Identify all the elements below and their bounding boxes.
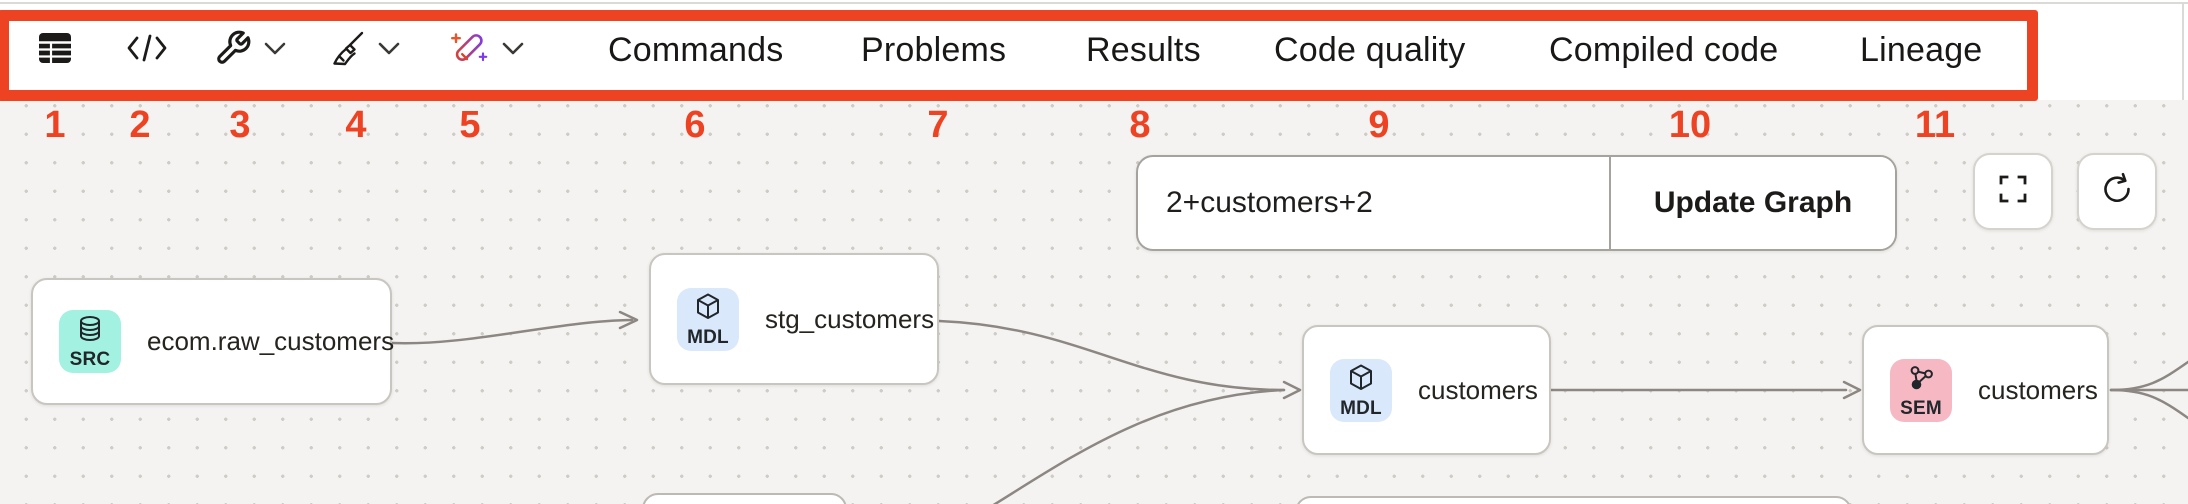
- magic-wand-icon: [450, 28, 490, 68]
- node-customers-model[interactable]: MDL customers: [1302, 325, 1551, 455]
- table-button[interactable]: [34, 26, 76, 70]
- badge-label: SRC: [69, 349, 111, 370]
- graph-filter-group: Update Graph: [1136, 155, 1897, 251]
- node-label: customers: [1978, 374, 2098, 405]
- cube-icon: [1346, 363, 1376, 398]
- tab-results[interactable]: Results: [1086, 30, 1201, 69]
- model-badge: MDL: [1330, 358, 1392, 422]
- database-icon: [75, 314, 105, 349]
- node-label: customers: [1418, 374, 1538, 405]
- top-divider: [0, 2, 2188, 4]
- node-label: ecom.raw_customers: [147, 326, 395, 356]
- node-partial-center[interactable]: [1295, 496, 1852, 504]
- toolbar-header: Commands Problems Results Code quality C…: [0, 0, 2188, 101]
- chevron-down-icon: [378, 41, 400, 56]
- node-stg-customers[interactable]: MDL stg_customers: [649, 253, 939, 385]
- tab-code-quality[interactable]: Code quality: [1274, 30, 1466, 69]
- magic-wand-dropdown-button[interactable]: [450, 26, 524, 70]
- model-badge: MDL: [677, 287, 739, 351]
- source-badge: SRC: [59, 310, 121, 373]
- node-customers-semantic[interactable]: SEM customers: [1862, 325, 2109, 455]
- semantic-badge: SEM: [1890, 358, 1952, 422]
- right-pane-divider: [2182, 3, 2184, 100]
- chevron-down-icon: [502, 41, 524, 56]
- semantic-graph-icon: [1906, 363, 1936, 398]
- lineage-edges: [390, 310, 2188, 504]
- wrench-dropdown-button[interactable]: [214, 26, 286, 70]
- graph-filter-input[interactable]: [1138, 157, 1609, 249]
- cube-icon: [693, 292, 723, 327]
- broom-dropdown-button[interactable]: [328, 26, 400, 70]
- code-button[interactable]: [126, 26, 168, 70]
- badge-label: MDL: [687, 326, 729, 348]
- chevron-down-icon: [264, 41, 286, 56]
- table-icon: [34, 28, 76, 68]
- wrench-icon: [214, 29, 252, 67]
- node-raw-customers[interactable]: SRC ecom.raw_customers: [31, 278, 395, 405]
- refresh-button[interactable]: [2077, 153, 2157, 230]
- tab-lineage[interactable]: Lineage: [1860, 30, 1983, 69]
- badge-label: SEM: [1900, 397, 1942, 419]
- code-icon: [126, 34, 168, 62]
- refresh-icon: [2099, 171, 2135, 212]
- lineage-canvas[interactable]: SRC ecom.raw_customers MDL stg_customers: [0, 100, 2188, 504]
- node-partial-left[interactable]: [642, 493, 847, 504]
- fullscreen-button[interactable]: [1973, 153, 2053, 230]
- broom-icon: [328, 29, 366, 67]
- fullscreen-icon: [1996, 172, 2030, 211]
- tab-problems[interactable]: Problems: [861, 30, 1007, 69]
- tab-compiled-code[interactable]: Compiled code: [1549, 30, 1779, 69]
- badge-label: MDL: [1340, 397, 1382, 419]
- tab-commands[interactable]: Commands: [608, 30, 784, 69]
- update-graph-button[interactable]: Update Graph: [1609, 157, 1895, 249]
- node-label: stg_customers: [765, 303, 935, 334]
